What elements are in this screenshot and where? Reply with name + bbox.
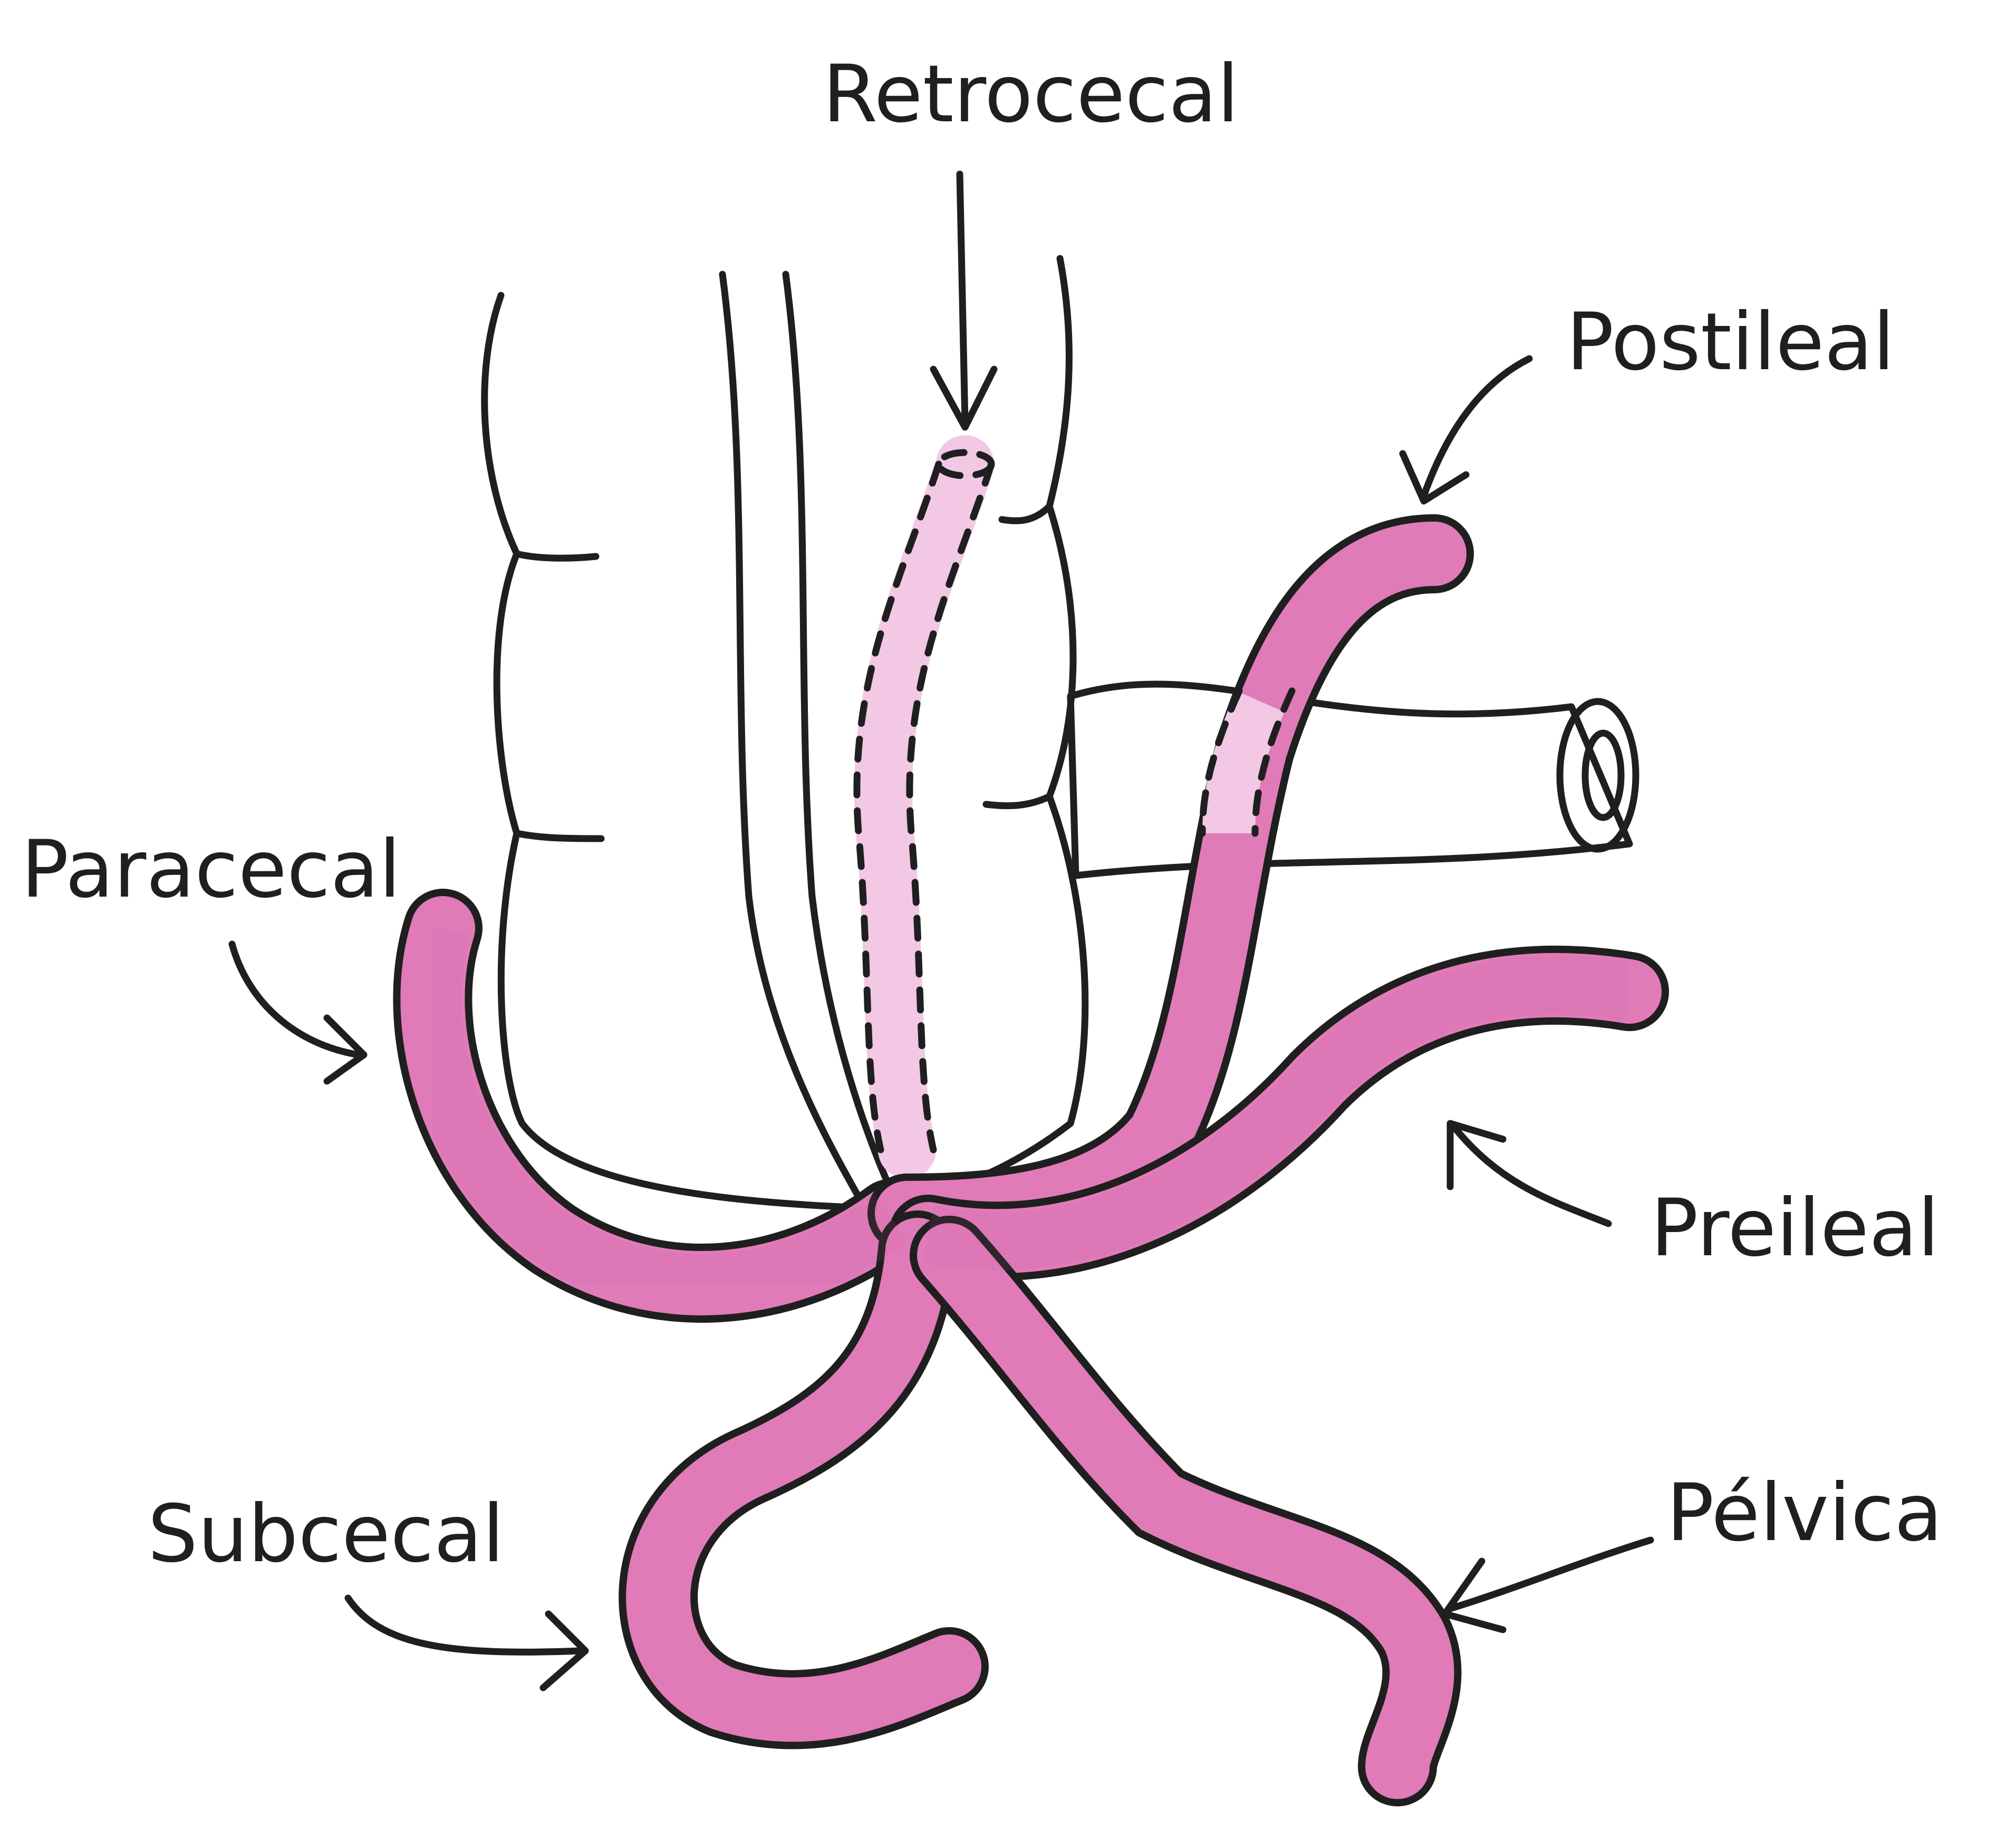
arrow-preileal — [1450, 1123, 1608, 1224]
arrow-retrocecal — [933, 174, 994, 427]
arrow-pelvica — [1445, 1540, 1651, 1630]
label-paracecal: Paracecal — [21, 824, 401, 916]
arrow-subcecal — [348, 1598, 585, 1688]
arrow-postileal — [1403, 359, 1529, 501]
appendix-retrocecal — [857, 453, 991, 1150]
label-postileal: Postileal — [1566, 296, 1895, 388]
label-retrocecal: Retrocecal — [823, 49, 1239, 140]
label-preileal: Preileal — [1651, 1182, 1940, 1274]
terminal-ileum — [1070, 684, 1636, 876]
label-subcecal: Subcecal — [148, 1488, 504, 1580]
appendix-pelvica — [949, 1255, 1422, 1767]
arrow-paracecal — [232, 944, 364, 1081]
cecum — [485, 258, 1085, 1208]
appendix-postileal — [907, 554, 1434, 1213]
label-pelvica: Pélvica — [1666, 1467, 1943, 1559]
